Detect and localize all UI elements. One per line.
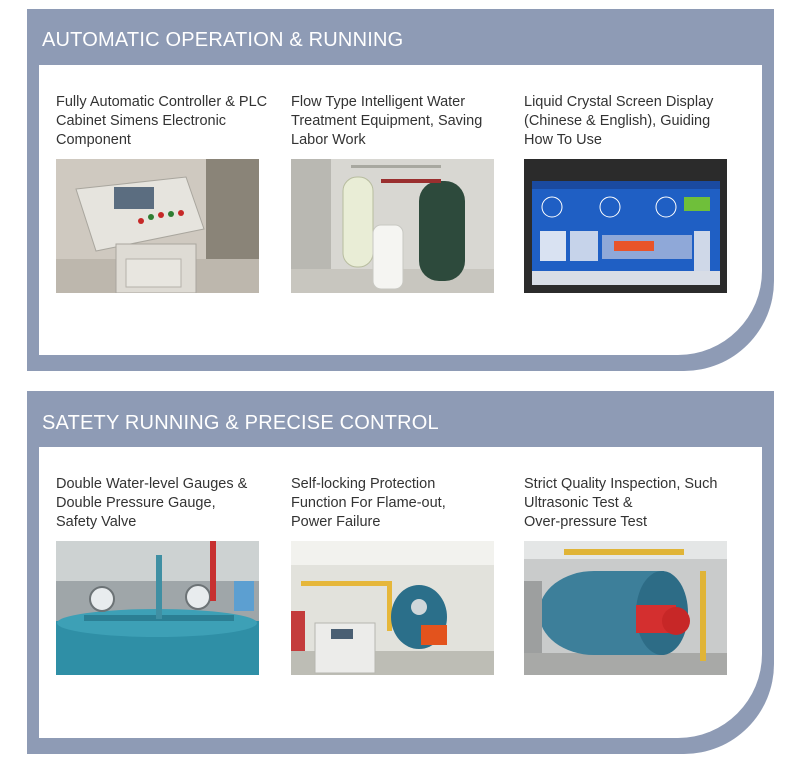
caption-line: Cabinet Simens Electronic <box>56 113 227 129</box>
caption-line: (Chinese & English), Guiding <box>524 113 711 129</box>
caption-line: Liquid Crystal Screen Display <box>524 94 714 110</box>
feature-caption: Fully Automatic Controller & PLC Cabinet… <box>56 93 281 150</box>
gauges-photo <box>56 541 259 675</box>
section-title: SATETY RUNNING & PRECISE CONTROL <box>42 412 439 434</box>
caption-line: Labor Work <box>291 132 366 148</box>
caption-line: Safety Valve <box>56 514 137 530</box>
caption-line: Double Pressure Gauge, <box>56 495 216 511</box>
boiler-inspection-photo <box>524 541 727 675</box>
caption-line: Fully Automatic Controller & PLC <box>56 94 268 110</box>
caption-line: Power Failure <box>291 514 381 530</box>
caption-line: Self-locking Protection <box>291 476 436 492</box>
section-title: AUTOMATIC OPERATION & RUNNING <box>42 29 404 51</box>
caption-line: Ultrasonic Test & <box>524 495 633 511</box>
section-panel: Fully Automatic Controller & PLC Cabinet… <box>39 65 762 355</box>
section-safety-running: SATETY RUNNING & PRECISE CONTROL Double … <box>27 391 774 754</box>
caption-line: Treatment Equipment, Saving <box>291 113 483 129</box>
feature-caption: Self-locking Protection Function For Fla… <box>291 475 516 532</box>
caption-line: Strict Quality Inspection, Such <box>524 476 718 492</box>
caption-line: Over-pressure Test <box>524 514 648 530</box>
caption-line: Function For Flame-out, <box>291 495 446 511</box>
feature-caption: Double Water-level Gauges & Double Press… <box>56 475 281 532</box>
feature-caption: Liquid Crystal Screen Display (Chinese &… <box>524 93 749 150</box>
caption-line: Flow Type Intelligent Water <box>291 94 466 110</box>
feature-caption: Strict Quality Inspection, Such Ultrason… <box>524 475 749 532</box>
water-treatment-photo <box>291 159 494 293</box>
feature-caption: Flow Type Intelligent Water Treatment Eq… <box>291 93 516 150</box>
section-panel: Double Water-level Gauges & Double Press… <box>39 447 762 738</box>
caption-line: How To Use <box>524 132 602 148</box>
boiler-room-photo <box>291 541 494 675</box>
lcd-screen-photo <box>524 159 727 293</box>
control-cabinet-photo <box>56 159 259 293</box>
section-automatic-operation: AUTOMATIC OPERATION & RUNNING Fully Auto… <box>27 9 774 371</box>
caption-line: Double Water-level Gauges & <box>56 476 248 492</box>
caption-line: Component <box>56 132 131 148</box>
